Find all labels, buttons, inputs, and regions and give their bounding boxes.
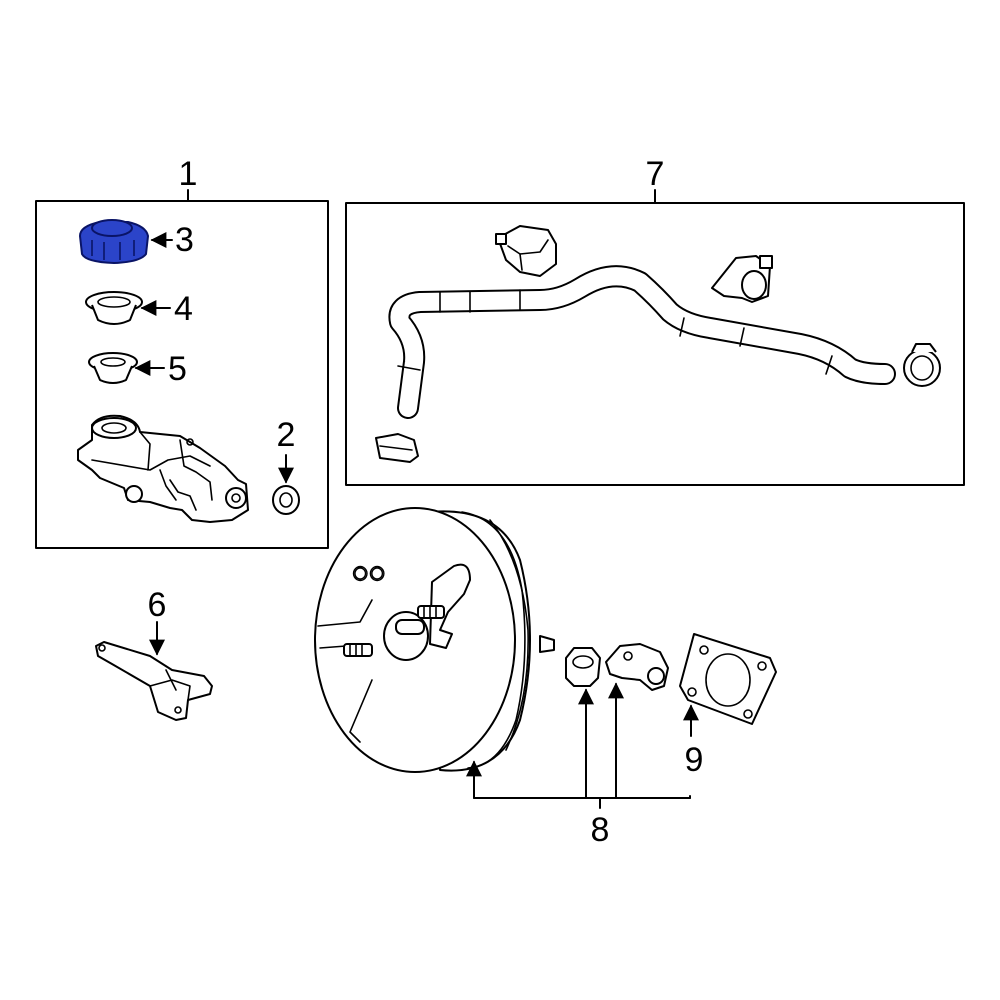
callout-6[interactable]: 6 <box>148 586 167 624</box>
callout-7[interactable]: 7 <box>646 155 665 193</box>
callout-3[interactable]: 3 <box>175 221 194 259</box>
part-4-strainer[interactable] <box>85 291 143 325</box>
callout-5[interactable]: 5 <box>168 350 187 388</box>
hose-clip-right[interactable] <box>711 255 773 303</box>
brake-booster[interactable]: ဝ၀ <box>314 507 555 773</box>
part-5-seal[interactable] <box>88 352 138 384</box>
callout-9[interactable]: 9 <box>685 741 704 779</box>
callout-2[interactable]: 2 <box>277 416 296 454</box>
hose-clip-lower[interactable] <box>375 433 419 463</box>
callout-4[interactable]: 4 <box>174 290 193 328</box>
group-1-box: 1 <box>35 155 329 549</box>
vacuum-hose[interactable] <box>388 265 896 419</box>
booster-stamp-mark: ဝ၀ <box>352 554 386 587</box>
callout-1[interactable]: 1 <box>179 155 198 193</box>
part-6-bracket[interactable] <box>95 641 213 721</box>
callout-8-leaders <box>466 682 691 809</box>
callout-8[interactable]: 8 <box>591 811 610 849</box>
master-cylinder-body[interactable] <box>77 414 249 523</box>
hose-clip-upper[interactable] <box>495 225 557 277</box>
hose-clamp[interactable] <box>903 343 941 387</box>
booster-clevis[interactable] <box>605 643 669 691</box>
part-3-reservoir-cap[interactable] <box>79 219 149 264</box>
part-2-grommet[interactable] <box>272 485 300 515</box>
part-9-gasket[interactable] <box>679 633 777 725</box>
group-7-box: 7 <box>345 155 965 486</box>
booster-nut[interactable] <box>565 647 601 687</box>
